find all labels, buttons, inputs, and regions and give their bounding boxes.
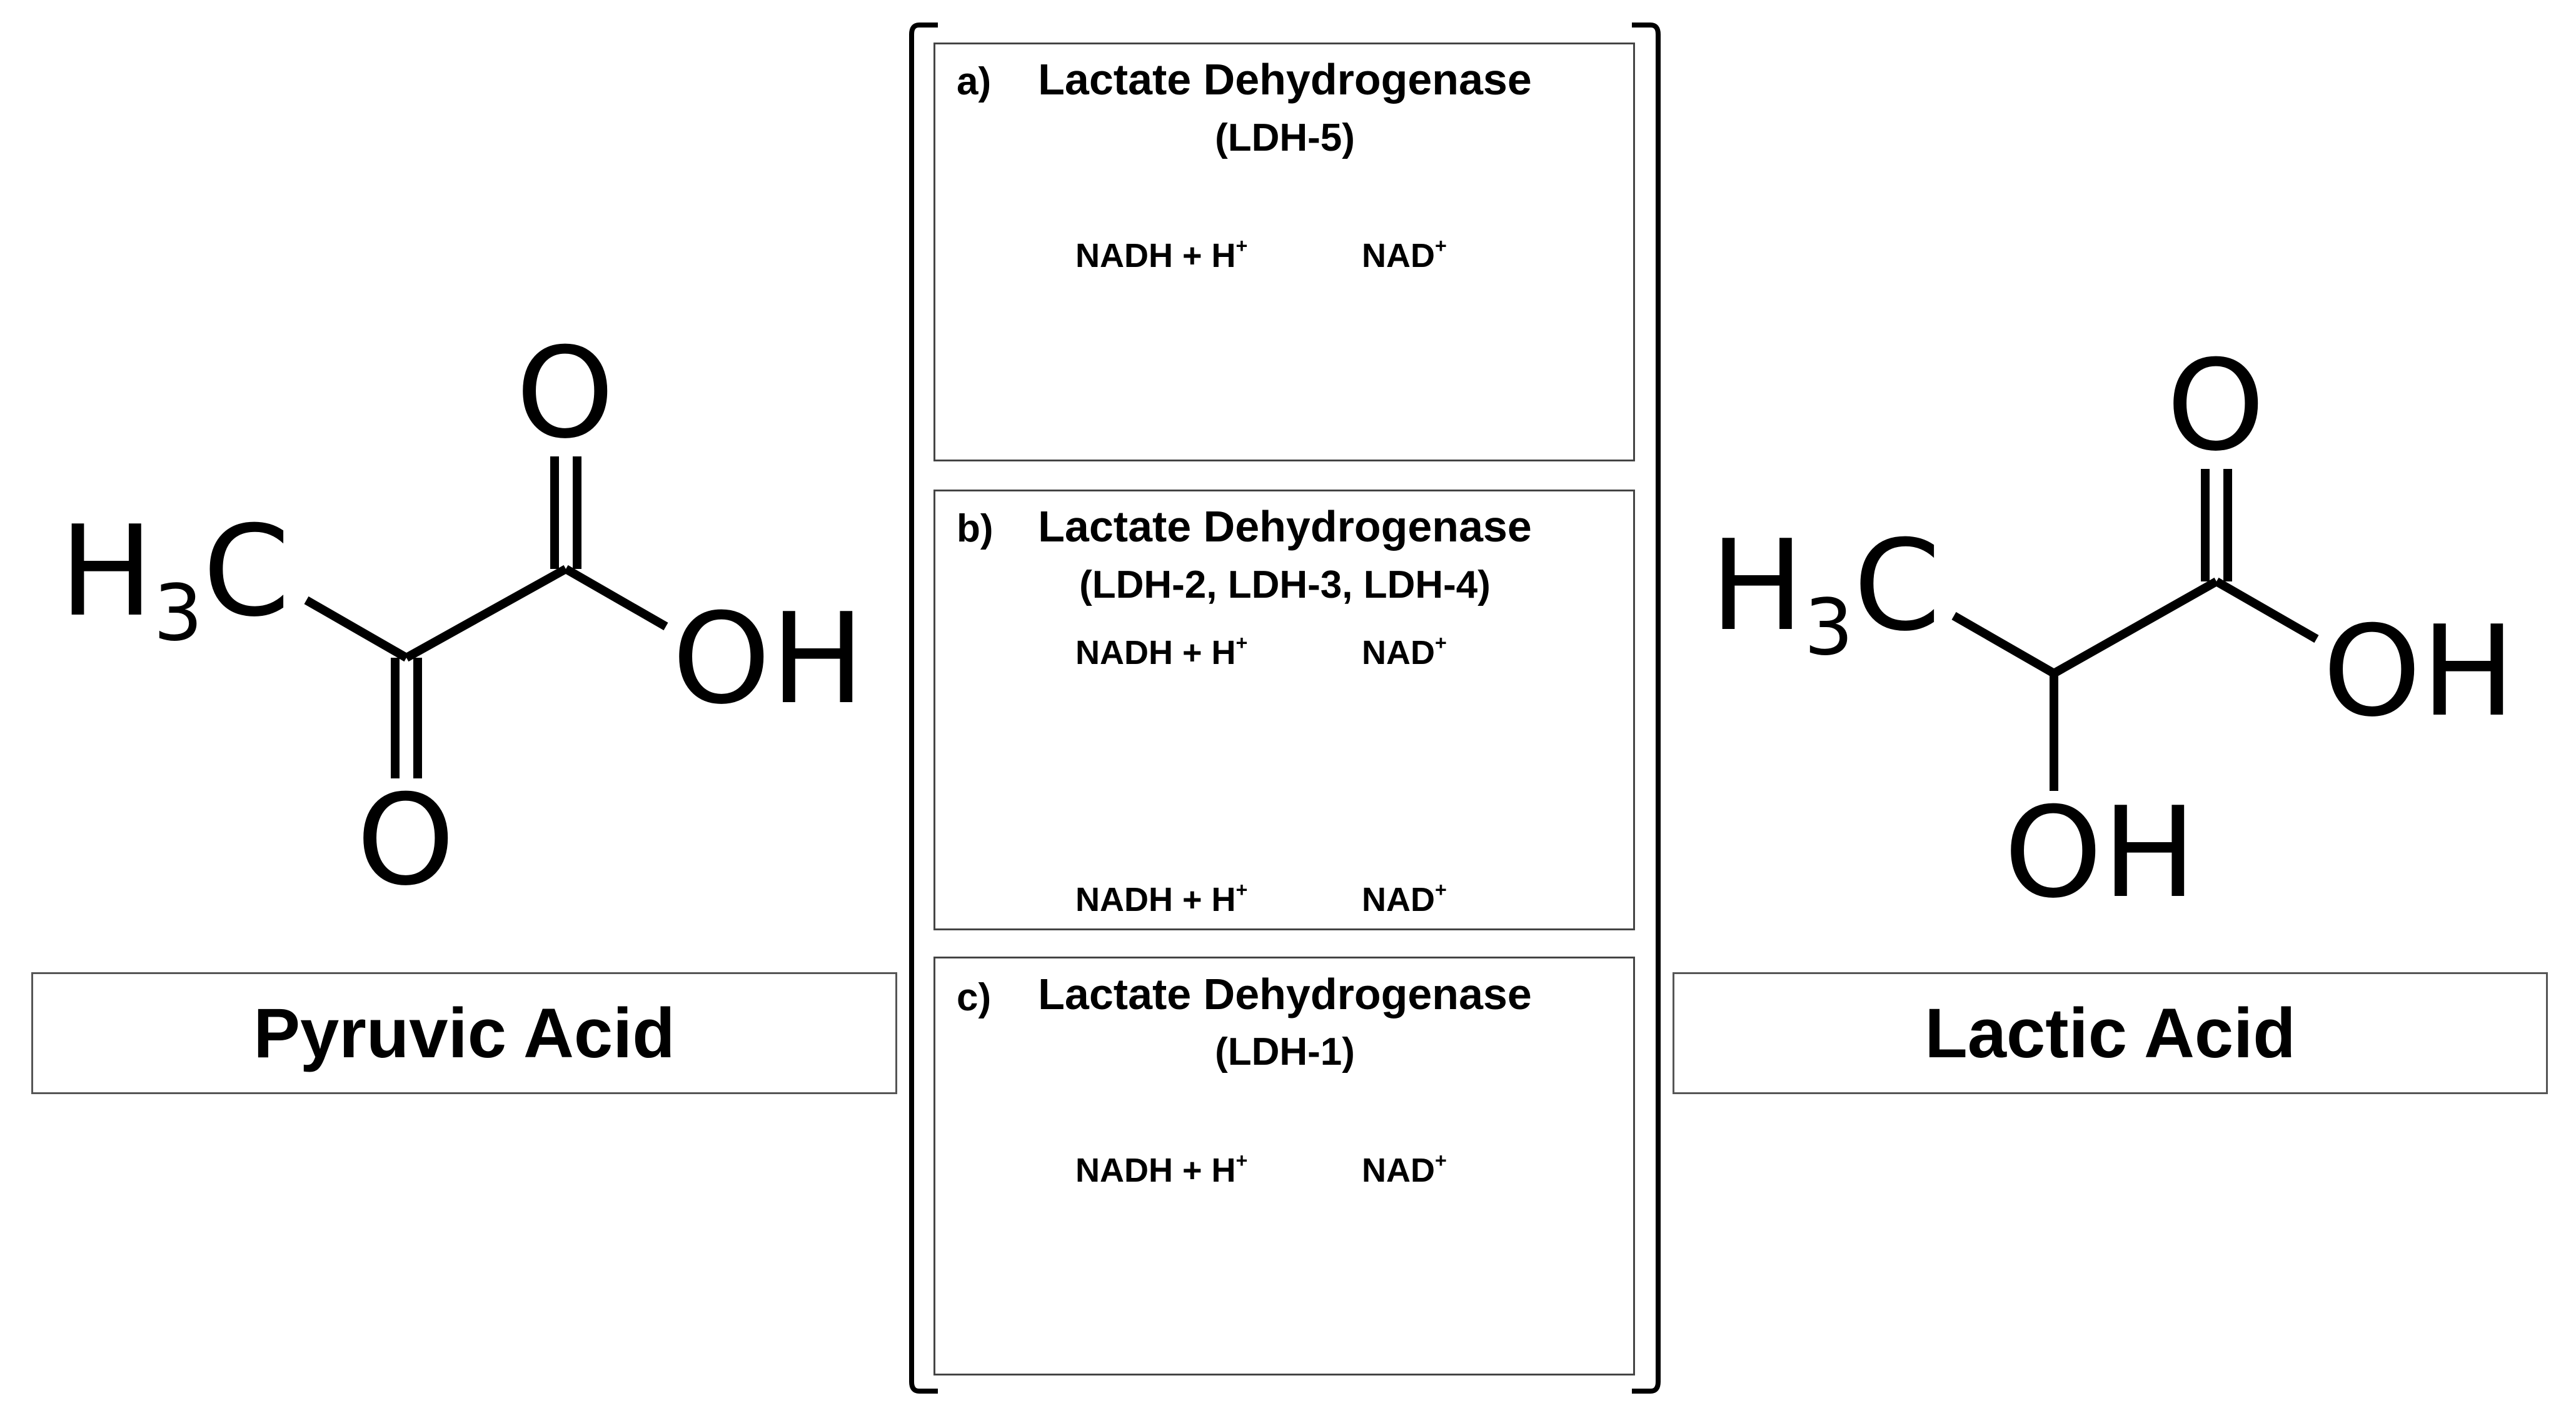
panel-c-nadh-sup: + — [1235, 1149, 1248, 1172]
panel-b-nadh-bottom-text: NADH + H — [1075, 881, 1236, 918]
panel-b-nadh-bottom-sup: + — [1235, 878, 1248, 902]
panel-b-nad-top-text: NAD — [1362, 634, 1435, 671]
panel-b-cofactor-nad-top: NAD+ — [1362, 633, 1447, 671]
panel-b-letter: b) — [957, 507, 994, 550]
panel-c-isoforms: (LDH-1) — [1215, 1030, 1355, 1074]
lactic-c-atom: C — [1853, 513, 1941, 659]
lactic-bond-cc — [2051, 577, 2219, 678]
panel-c-letter: c) — [957, 976, 992, 1019]
lactic-oh-bottom-group: OH — [2004, 780, 2196, 926]
panel-b-cofactor-nadh-bottom: NADH + H+ — [1075, 880, 1247, 918]
panel-a-letter: a) — [957, 60, 992, 103]
lactic-bonds — [1951, 469, 2319, 791]
panel-b-nad-bottom-text: NAD — [1362, 881, 1435, 918]
panel-b-nad-top-sup: + — [1435, 631, 1447, 655]
bracket-right — [1632, 23, 1661, 1394]
panel-c-nad-text: NAD — [1362, 1152, 1435, 1189]
panel-a-isoforms: (LDH-5) — [1215, 116, 1355, 159]
panel-a-nadh-text: NADH + H — [1075, 237, 1236, 274]
lactic-bond-ch3 — [1951, 611, 2056, 678]
pyruvic-o-bottom-atom: O — [356, 768, 455, 913]
pyruvic-bond-ch3 — [304, 596, 409, 662]
pyruvic-c-atom: C — [203, 499, 290, 645]
panel-a — [933, 43, 1635, 461]
pyruvic-h-atom: H — [59, 499, 154, 645]
lactic-h-subscript: 3 — [1804, 582, 1854, 673]
panel-b-cofactor-nadh-top: NADH + H+ — [1075, 633, 1247, 671]
panel-a-nad-text: NAD — [1362, 237, 1435, 274]
pyruvic-oh-group: OH — [672, 586, 865, 732]
panel-b — [933, 490, 1635, 930]
bracket — [909, 23, 1661, 1394]
bracket-left — [909, 23, 938, 1394]
pyruvic-bond-coh — [563, 565, 668, 631]
panel-b-nadh-top-sup: + — [1235, 631, 1248, 655]
pyruvic-bond-cc — [404, 565, 568, 662]
lactic-h-atom: H — [1710, 513, 1804, 659]
panel-a-nad-sup: + — [1435, 234, 1447, 258]
lactic-acid-label: Lactic Acid — [1673, 972, 2548, 1094]
pyruvic-bonds — [304, 456, 668, 778]
panel-b-nad-bottom-sup: + — [1435, 878, 1447, 902]
pyruvic-ch3-group: H3C — [59, 510, 290, 652]
panel-a-title: Lactate Dehydrogenase — [1038, 55, 1532, 104]
pyruvic-acid-label: Pyruvic Acid — [31, 972, 897, 1094]
panel-c-nadh-text: NADH + H — [1075, 1152, 1236, 1189]
panel-a-nadh-sup: + — [1235, 234, 1248, 258]
panel-b-isoforms: (LDH-2, LDH-3, LDH-4) — [1079, 563, 1491, 606]
panel-c-cofactor-nad: NAD+ — [1362, 1150, 1447, 1189]
lactic-oh-right-group: OH — [2323, 599, 2515, 745]
panel-a-cofactor-nadh: NADH + H+ — [1075, 236, 1247, 274]
pyruvic-o-top-atom: O — [516, 321, 615, 466]
panel-c — [933, 957, 1635, 1375]
panel-c-title: Lactate Dehydrogenase — [1038, 970, 1532, 1018]
pyruvic-h-subscript: 3 — [153, 568, 203, 658]
panel-b-cofactor-nad-bottom: NAD+ — [1362, 880, 1447, 918]
lactic-bond-coh — [2214, 577, 2319, 643]
lactic-o-top-atom: O — [2166, 333, 2265, 479]
lactic-ch3-group: H3C — [1710, 524, 1941, 666]
panel-c-cofactor-nadh: NADH + H+ — [1075, 1150, 1247, 1189]
panel-b-title: Lactate Dehydrogenase — [1038, 502, 1532, 551]
panel-c-nad-sup: + — [1435, 1149, 1447, 1172]
panel-a-cofactor-nad: NAD+ — [1362, 236, 1447, 274]
panel-b-nadh-top-text: NADH + H — [1075, 634, 1236, 671]
